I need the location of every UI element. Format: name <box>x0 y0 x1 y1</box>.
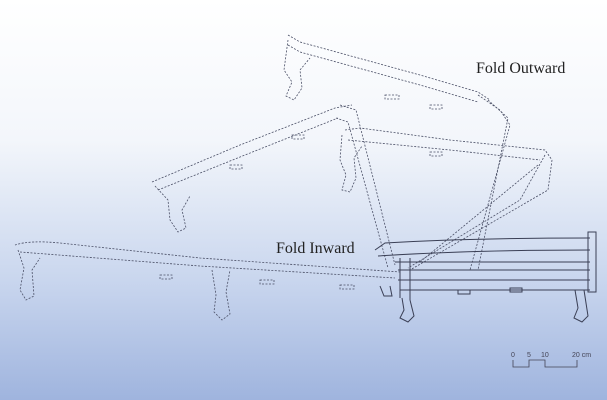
bed-fold-middle-outline <box>151 104 396 269</box>
fold-outward-label: Fold Outward <box>476 60 566 77</box>
bed-final-position <box>374 231 597 323</box>
scale-bar: 0 5 10 20 cm <box>511 352 591 368</box>
fold-inward-label: Fold Inward <box>276 240 355 257</box>
scale-tick-20cm: 20 cm <box>572 352 591 359</box>
scale-tick-5: 5 <box>527 352 531 359</box>
bed-fold-right-outline <box>339 127 553 271</box>
scale-tick-10: 10 <box>541 352 549 359</box>
scale-tick-0: 0 <box>511 352 515 359</box>
bed-flat-unfolded-outline <box>14 241 401 321</box>
